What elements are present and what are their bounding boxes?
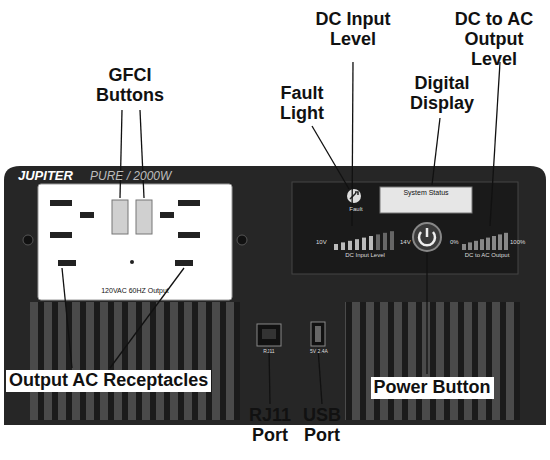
vent [345,302,520,420]
digital-display [380,187,472,213]
outlet-panel [38,184,232,300]
fault-light [347,189,361,203]
scale-mark: 10V [316,239,334,246]
level-bar [355,239,359,250]
level-bar [383,233,387,250]
level-bar [504,233,508,250]
scale-mark: 0% [450,239,462,246]
level-bar [341,242,345,250]
scale-mark: 14V [400,239,418,246]
level-bar [480,239,484,250]
level-bar [348,241,352,250]
status-panel [292,182,518,274]
usb-callout: USB Port [298,406,346,446]
scale-mark: 100% [510,239,530,246]
brand-logo: JUPITER [18,169,88,183]
rj11-callout: RJ11 Port [244,406,296,446]
rj11-port [257,324,281,346]
level-bar [486,238,490,250]
port-caption: 5V 2.4A [305,349,333,355]
power-callout: Power Button [371,377,494,399]
gfci-callout: GFCI Buttons [92,66,168,106]
inverter-housing [4,166,546,425]
leader-line [62,62,500,404]
display-callout: Digital Display [400,74,484,114]
fault-caption: Fault [342,206,370,213]
bar-caption: DC to AC Output [452,252,522,259]
gfci-button [112,200,128,234]
gfci-button [136,200,152,234]
level-bar [492,236,496,250]
vent [30,302,240,420]
ac-receptacle [50,200,200,266]
level-bar [462,244,466,250]
receptacle-callout: Output AC Receptacles [6,370,211,392]
level-bar [468,242,472,250]
level-bar [474,241,478,250]
level-bar [498,234,502,250]
display-caption: System Status [382,189,470,197]
level-bar [390,231,394,250]
level-bar [369,236,373,250]
power-button [413,223,441,251]
level-bar [362,238,366,250]
level-bar [376,234,380,250]
fault-callout: Fault Light [262,84,342,124]
bar-caption: DC Input Level [330,252,400,259]
output-level-callout: DC to AC Output Level [440,10,548,69]
dc-input-callout: DC Input Level [308,10,398,50]
level-bar [334,244,338,250]
usb-port [311,322,325,346]
output-rating: 120VAC 60HZ Output [80,287,190,295]
port-caption: RJ11 [257,349,281,355]
model-logo: PURE / 2000W [90,170,200,183]
